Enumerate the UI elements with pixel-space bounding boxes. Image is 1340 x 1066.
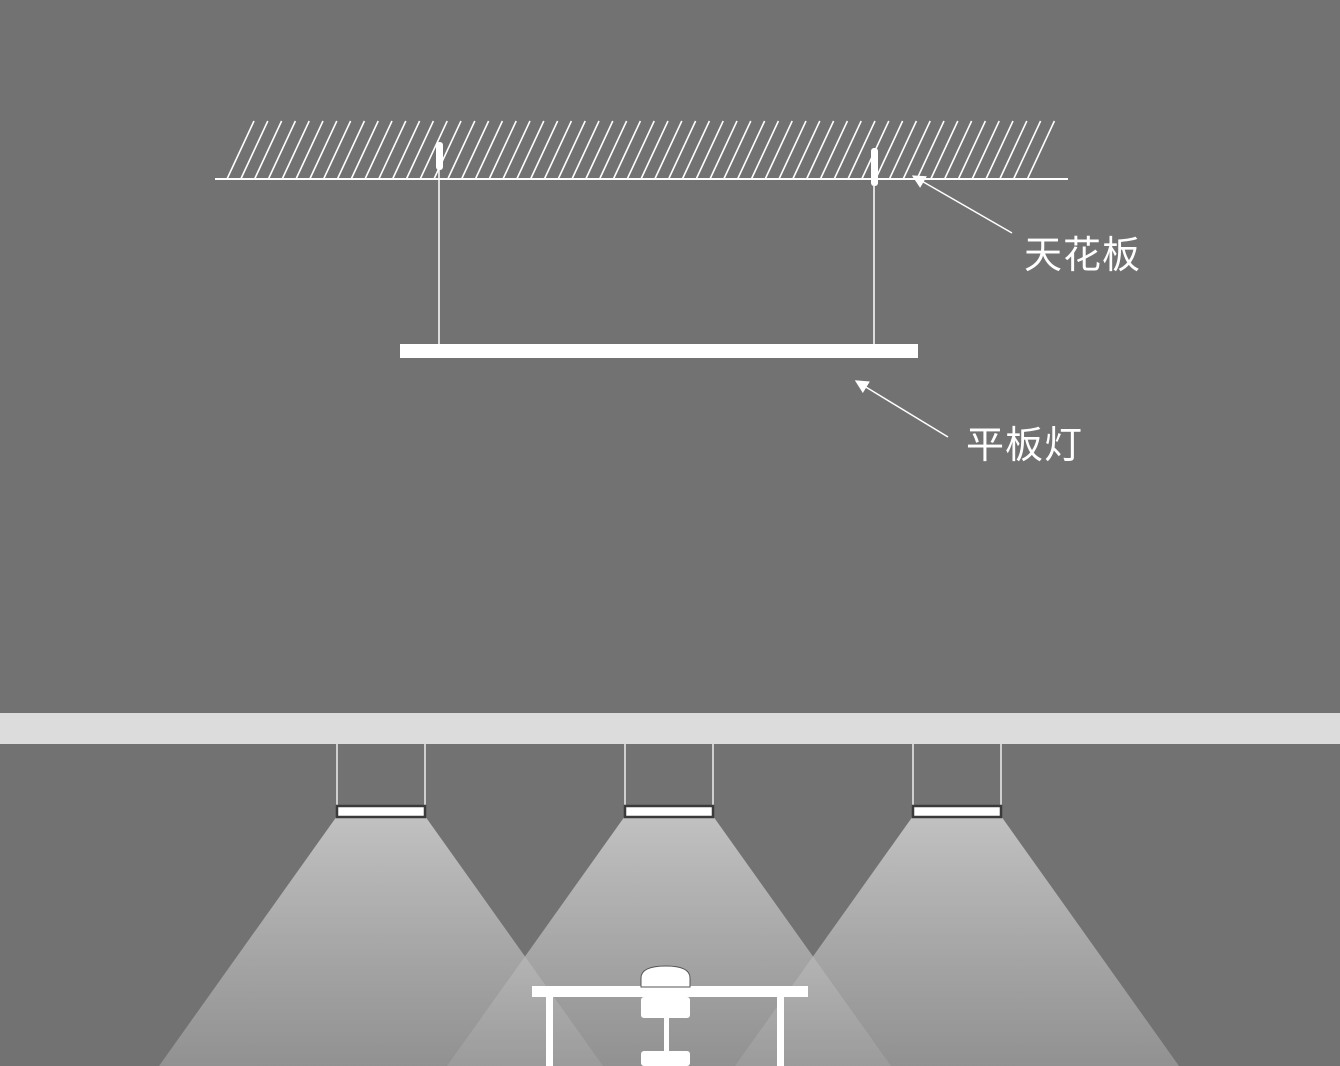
hatch-line	[750, 120, 780, 180]
hatch-line	[888, 120, 918, 180]
desk	[532, 986, 808, 1066]
hatch-line	[529, 120, 559, 180]
panel-light	[400, 344, 918, 358]
hatch-line	[253, 120, 283, 180]
hatch-line	[902, 120, 931, 180]
panel-light-arrow	[854, 380, 949, 438]
lamp-fixture	[623, 804, 715, 819]
hatch-line	[557, 120, 586, 180]
hatch-line	[378, 120, 407, 180]
hatch-line	[805, 120, 835, 180]
hatch-line	[1026, 120, 1056, 180]
hatch-line	[598, 120, 628, 180]
hatch-line	[681, 120, 711, 180]
ceiling-hatching	[226, 120, 1056, 180]
ceiling-arrow	[911, 175, 1013, 234]
hatch-line	[543, 120, 573, 180]
hatch-line	[985, 120, 1014, 180]
hatch-line	[819, 120, 849, 180]
ceiling-band	[0, 713, 1340, 744]
hatch-line	[364, 120, 393, 180]
hatch-line	[792, 120, 821, 180]
hatch-line	[585, 120, 614, 180]
hatch-line	[295, 120, 324, 180]
hatch-line	[240, 120, 269, 180]
hatch-line	[999, 120, 1028, 180]
hatch-line	[833, 120, 862, 180]
hatch-line	[281, 120, 310, 180]
hatch-line	[916, 120, 945, 180]
hatch-line	[847, 120, 876, 180]
lamp-fixture	[911, 804, 1003, 819]
hatch-line	[447, 120, 476, 180]
lamp-fixture	[335, 804, 427, 819]
hatch-line	[971, 120, 1000, 180]
hatch-line	[571, 120, 600, 180]
hatch-line	[419, 120, 448, 180]
hatch-line	[460, 120, 490, 180]
hatch-line	[516, 120, 545, 180]
hanger-left	[436, 142, 443, 345]
hatch-line	[709, 120, 738, 180]
hatch-line	[654, 120, 683, 180]
hatch-line	[309, 120, 338, 180]
hatch-line	[626, 120, 655, 180]
hatch-line	[930, 120, 959, 180]
hatch-line	[667, 120, 697, 180]
hatch-line	[391, 120, 421, 180]
hatch-line	[474, 120, 504, 180]
hatch-line	[640, 120, 669, 180]
hatch-line	[957, 120, 987, 180]
hatch-line	[226, 120, 255, 180]
hatch-line	[612, 120, 642, 180]
hatch-line	[943, 120, 973, 180]
hatch-line	[405, 120, 435, 180]
hatch-line	[778, 120, 807, 180]
hatch-line	[764, 120, 793, 180]
hatch-line	[336, 120, 366, 180]
hatch-line	[1012, 120, 1042, 180]
hatch-line	[350, 120, 379, 180]
hatch-line	[723, 120, 752, 180]
hatch-line	[267, 120, 297, 180]
hatch-line	[322, 120, 352, 180]
panel-light-label: 平板灯	[966, 423, 1084, 467]
person	[640, 965, 691, 1066]
hatch-line	[874, 120, 904, 180]
hanger-right	[871, 148, 878, 345]
light-beam	[735, 816, 1179, 1066]
ceiling-label: 天花板	[1024, 233, 1142, 277]
hatch-line	[736, 120, 766, 180]
hatch-line	[695, 120, 724, 180]
hatch-line	[488, 120, 517, 180]
hatch-line	[502, 120, 531, 180]
